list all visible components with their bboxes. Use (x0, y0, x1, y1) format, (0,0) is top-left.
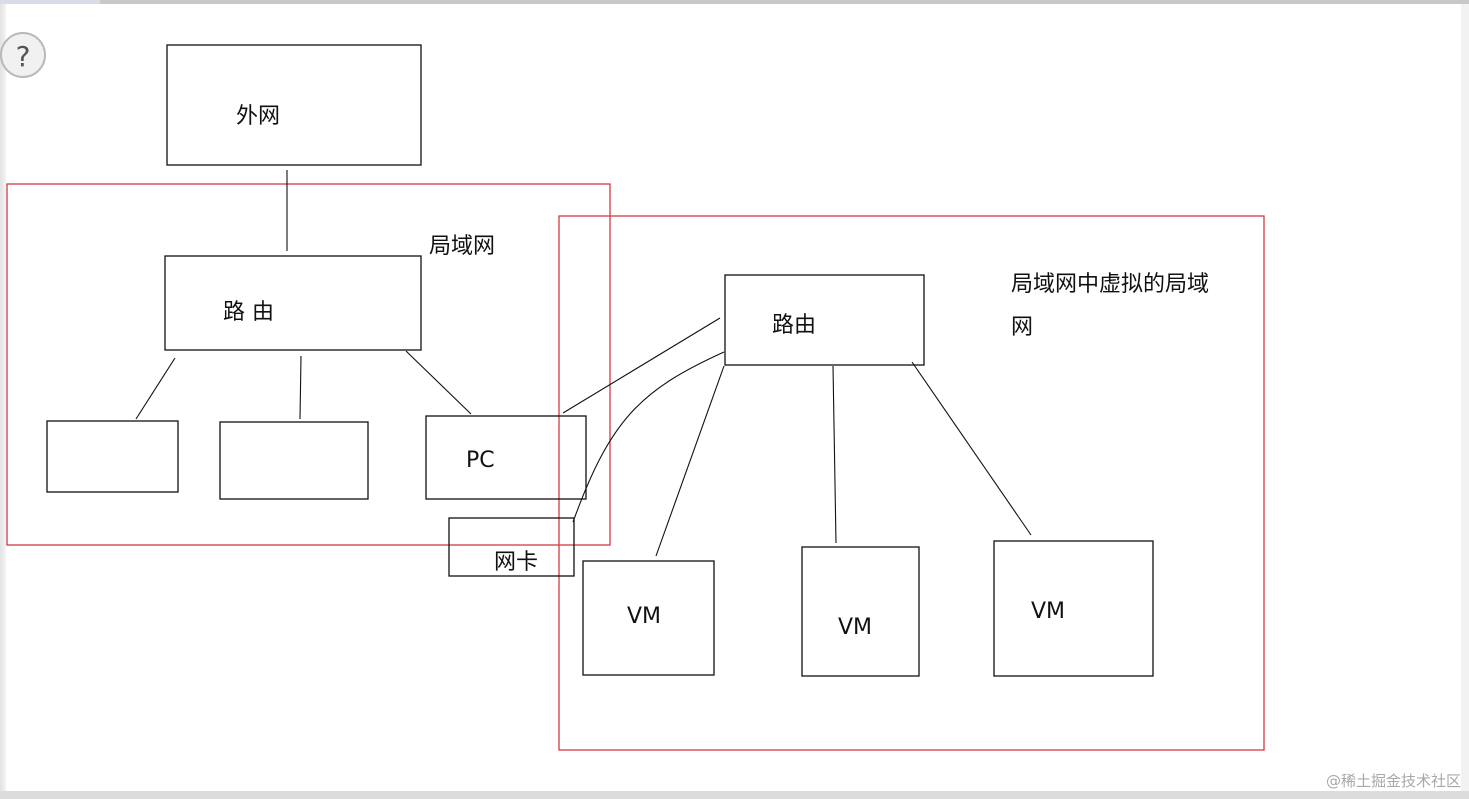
link-pc-virtual-router (562, 317, 721, 414)
virtual-router-label: 路由 (772, 313, 816, 338)
virtual-lan-region (558, 215, 1265, 751)
window-top-tab (0, 0, 100, 4)
virtual-lan-region-label-line2: 网 (1011, 315, 1033, 340)
internet-box (166, 44, 422, 166)
pc-box (425, 415, 587, 500)
virtual-router-box (724, 274, 925, 366)
watermark: @稀土掘金技术社区 (1325, 772, 1461, 790)
nic-label: 网卡 (494, 550, 538, 575)
link-vrouter-vm3 (911, 361, 1032, 536)
help-button[interactable]: ? (0, 32, 46, 78)
vm-3-box (993, 540, 1154, 677)
vm-1-label: VM (627, 604, 661, 629)
window-bottom-border (0, 791, 1469, 799)
window-top-border (0, 0, 1469, 4)
link-vrouter-vm2 (832, 365, 837, 544)
nic-box (448, 517, 575, 577)
lan-router-label: 路 由 (223, 300, 274, 325)
vm-2-label: VM (838, 615, 872, 640)
vm-3-label: VM (1031, 599, 1065, 624)
lan-region (6, 183, 611, 546)
link-router-pc (405, 350, 472, 415)
lan-host-1-box (46, 420, 179, 493)
vm-1-box (582, 560, 715, 676)
lan-region-label: 局域网 (429, 234, 495, 259)
link-nic-virtual-router (572, 351, 725, 523)
window-right-border (1461, 4, 1469, 791)
link-router-host1 (135, 357, 176, 420)
link-vrouter-vm1 (655, 365, 725, 557)
lan-host-2-box (219, 421, 369, 500)
virtual-lan-region-label-line1: 局域网中虚拟的局域 (1011, 272, 1209, 297)
internet-label: 外网 (236, 104, 280, 129)
link-router-host2 (299, 355, 302, 420)
vm-2-box (801, 546, 920, 677)
pc-label: PC (466, 448, 495, 473)
lan-router-box (164, 255, 422, 351)
window-left-border (0, 4, 6, 791)
